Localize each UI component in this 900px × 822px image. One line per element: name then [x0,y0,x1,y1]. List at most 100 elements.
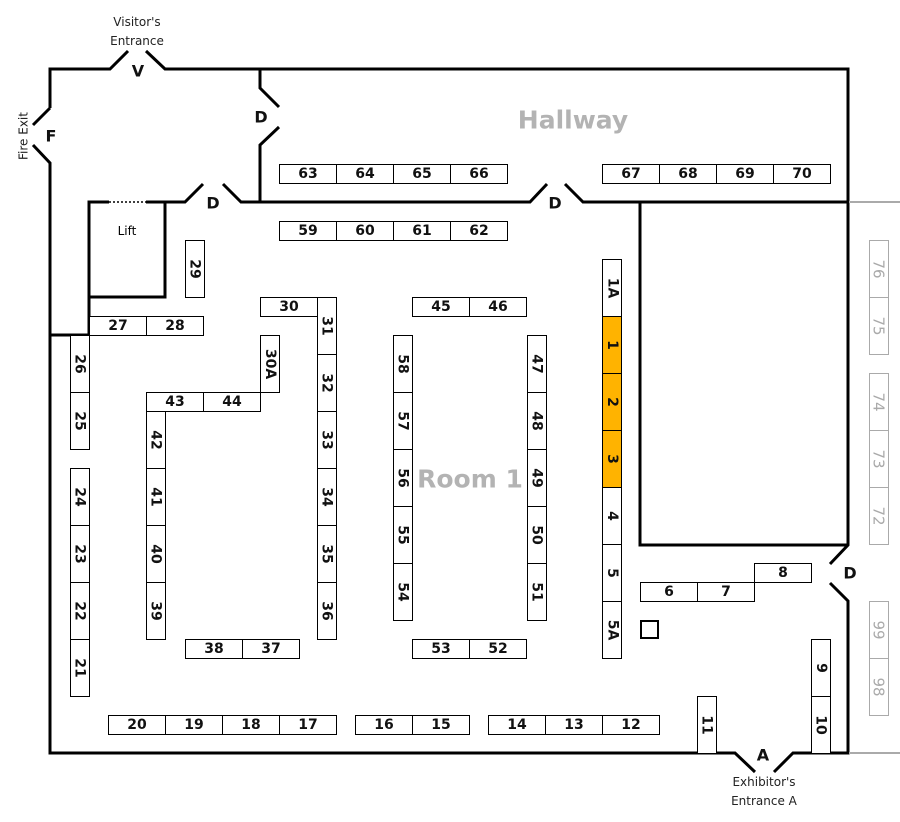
booth-11[interactable]: 11 [697,696,717,754]
booth-label: 6 [664,584,674,600]
booth-3[interactable]: 3 [602,430,622,488]
booth-46[interactable]: 46 [469,297,527,317]
booth-10[interactable]: 10 [811,696,831,754]
booth-6[interactable]: 6 [640,582,698,602]
booth-label: 5 [604,568,620,578]
booth-9[interactable]: 9 [811,639,831,697]
booth-20[interactable]: 20 [108,715,166,735]
booth-44[interactable]: 44 [203,392,261,412]
booth-30a[interactable]: 30A [260,335,280,393]
booth-58[interactable]: 58 [393,335,413,393]
booth-61[interactable]: 61 [393,221,451,241]
booth-15[interactable]: 15 [412,715,470,735]
booth-label: 32 [319,373,336,393]
room1-label: Room 1 [417,464,523,494]
booth-21[interactable]: 21 [70,639,90,697]
booth-label: 17 [298,717,318,733]
booth-35[interactable]: 35 [317,525,337,583]
booth-16[interactable]: 16 [355,715,413,735]
booth-70[interactable]: 70 [773,164,831,184]
booth-5[interactable]: 5 [602,544,622,602]
booth-36[interactable]: 36 [317,582,337,640]
booth-13[interactable]: 13 [545,715,603,735]
booth-33[interactable]: 33 [317,411,337,469]
booth-55[interactable]: 55 [393,506,413,564]
booth-19[interactable]: 19 [165,715,223,735]
booth-43[interactable]: 43 [146,392,204,412]
booth-52[interactable]: 52 [469,639,527,659]
booth-65[interactable]: 65 [393,164,451,184]
booth-17[interactable]: 17 [279,715,337,735]
booth-label: 38 [204,641,224,657]
booth-28[interactable]: 28 [146,316,204,336]
booth-label: 9 [813,663,829,673]
booth-39[interactable]: 39 [146,582,166,640]
exhibitor-entrance-line2: Entrance A [731,794,797,808]
booth-label: 98 [870,677,888,697]
booth-29[interactable]: 29 [185,240,205,298]
booth-32[interactable]: 32 [317,354,337,412]
booth-18[interactable]: 18 [222,715,280,735]
booth-48[interactable]: 48 [527,392,547,450]
booth-2[interactable]: 2 [602,373,622,431]
booth-14[interactable]: 14 [488,715,546,735]
booth-50[interactable]: 50 [527,506,547,564]
booth-66[interactable]: 66 [450,164,508,184]
booth-label: 26 [72,354,89,374]
booth-62[interactable]: 62 [450,221,508,241]
booth-42[interactable]: 42 [146,411,166,469]
booth-37[interactable]: 37 [242,639,300,659]
booth-45[interactable]: 45 [412,297,470,317]
booth-73[interactable]: 73 [869,430,889,488]
booth-25[interactable]: 25 [70,392,90,450]
booth-54[interactable]: 54 [393,563,413,621]
booth-label: 45 [431,299,451,315]
booth-26[interactable]: 26 [70,335,90,393]
booth-56[interactable]: 56 [393,449,413,507]
booth-38[interactable]: 38 [185,639,243,659]
booth-31[interactable]: 31 [317,297,337,355]
booth-99[interactable]: 99 [869,601,889,659]
booth-64[interactable]: 64 [336,164,394,184]
booth-75[interactable]: 75 [869,297,889,355]
booth-label: 19 [184,717,204,733]
booth-4[interactable]: 4 [602,487,622,545]
booth-67[interactable]: 67 [602,164,660,184]
fire-door-label: F [45,126,57,146]
booth-5a[interactable]: 5A [602,601,622,659]
booth-24[interactable]: 24 [70,468,90,526]
booth-47[interactable]: 47 [527,335,547,393]
booth-27[interactable]: 27 [89,316,147,336]
booth-label: 40 [148,544,165,564]
booth-label: 30A [262,348,279,380]
booth-40[interactable]: 40 [146,525,166,583]
booth-30[interactable]: 30 [260,297,318,317]
booth-label: 23 [72,544,89,564]
booth-1[interactable]: 1 [602,316,622,374]
booth-68[interactable]: 68 [659,164,717,184]
booth-8[interactable]: 8 [754,563,812,583]
booth-60[interactable]: 60 [336,221,394,241]
booth-74[interactable]: 74 [869,373,889,431]
booth-41[interactable]: 41 [146,468,166,526]
booth-51[interactable]: 51 [527,563,547,621]
booth-49[interactable]: 49 [527,449,547,507]
booth-22[interactable]: 22 [70,582,90,640]
booth-57[interactable]: 57 [393,392,413,450]
booth-63[interactable]: 63 [279,164,337,184]
booth-59[interactable]: 59 [279,221,337,241]
booth-12[interactable]: 12 [602,715,660,735]
booth-34[interactable]: 34 [317,468,337,526]
booth-label: 1 [604,340,620,350]
booth-72[interactable]: 72 [869,487,889,545]
booth-23[interactable]: 23 [70,525,90,583]
booth-69[interactable]: 69 [716,164,774,184]
booth-53[interactable]: 53 [412,639,470,659]
booth-7[interactable]: 7 [697,582,755,602]
booth-98[interactable]: 98 [869,658,889,716]
booth-1a[interactable]: 1A [602,259,622,317]
booth-label: 57 [395,411,412,431]
booth-label: 66 [469,166,489,182]
booth-76[interactable]: 76 [869,240,889,298]
